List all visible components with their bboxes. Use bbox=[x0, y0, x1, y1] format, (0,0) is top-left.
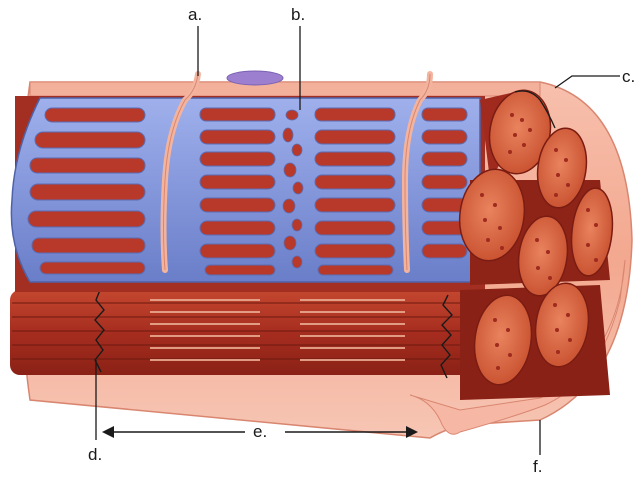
nucleus bbox=[227, 71, 283, 85]
label-f: f. bbox=[533, 458, 542, 475]
myofibril-bundle-lower bbox=[10, 290, 480, 378]
label-c: c. bbox=[622, 68, 635, 85]
label-b: b. bbox=[291, 6, 305, 23]
label-d: d. bbox=[88, 446, 102, 463]
label-e: e. bbox=[253, 423, 267, 440]
label-a: a. bbox=[188, 6, 202, 23]
